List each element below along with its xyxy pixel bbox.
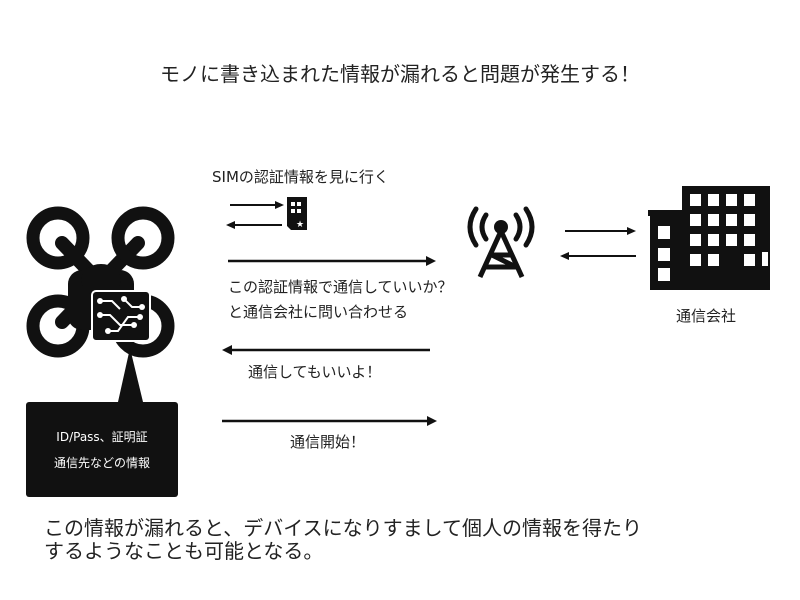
warning-text-line2: するようなことも可能となる。 (44, 539, 324, 563)
page-title: モノに書き込まれた情報が漏れると問題が発生する！ (160, 62, 640, 86)
info-box-line2: 通信先などの情報 (53, 455, 150, 470)
sim-check-label: SIMの認証情報を見に行く (212, 168, 389, 186)
chip-icon (91, 290, 151, 342)
start-label: 通信開始！ (290, 433, 366, 451)
building-icon (648, 186, 770, 290)
info-box-line1: ID/Pass、証明証 (56, 429, 148, 444)
sim-card-icon: ★ (287, 197, 307, 230)
carrier-label: 通信会社 (676, 307, 737, 325)
warning-text: この情報が漏れると、デバイスになりすまして個人の情報を得たり するようなことも可… (44, 517, 784, 563)
device-info-box: ID/Pass、証明証 通信先などの情報 (26, 402, 178, 497)
antenna-tower-icon (467, 206, 535, 279)
query-label-line2: と通信会社に問い合わせる (228, 303, 409, 321)
warning-text-line1: この情報が漏れると、デバイスになりすまして個人の情報を得たり (44, 516, 642, 540)
ok-label: 通信してもいいよ！ (248, 363, 382, 381)
query-label-line1: この認証情報で通信していいか？ (228, 278, 453, 296)
svg-text:★: ★ (296, 220, 304, 230)
